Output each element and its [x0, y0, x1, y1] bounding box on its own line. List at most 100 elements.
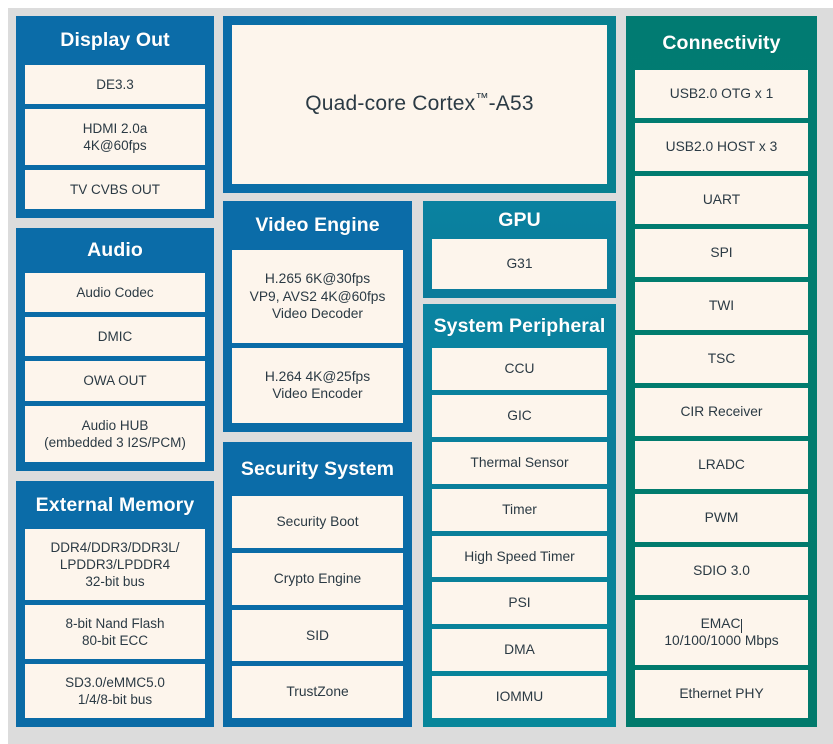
panel-title-connectivity: Connectivity	[662, 31, 781, 54]
block-cell-line: (embedded 3 I2S/PCM)	[44, 434, 186, 450]
block-cell-line: CIR Receiver	[680, 403, 763, 419]
block-cell-line: HDMI 2.0a	[82, 120, 148, 136]
block-cell-line: 80-bit ECC	[81, 633, 149, 649]
text-cursor-caret	[741, 618, 743, 633]
panel-connectivity[interactable]: Connectivity USB2.0 OTG x 1 USB2.0 HOST x…	[626, 16, 817, 727]
block-cell[interactable]: GIC	[432, 394, 607, 437]
block-cell-line: DMIC	[97, 329, 133, 345]
block-cell[interactable]: UART	[635, 175, 808, 224]
block-cell[interactable]: SD3.0/eMMC5.0 1/4/8-bit bus	[25, 664, 205, 718]
block-cell-line: Crypto Engine	[273, 570, 362, 586]
block-cell-line: PSI	[508, 595, 531, 611]
block-cell[interactable]: CCU	[432, 348, 607, 390]
block-cell-line: UART	[702, 192, 741, 208]
block-cell[interactable]: Security Boot	[232, 496, 403, 548]
block-cell-line: USB2.0 HOST x 3	[665, 139, 778, 155]
block-cell[interactable]: G31	[432, 239, 607, 289]
block-cell-line: DMA	[504, 642, 535, 658]
block-cell-line: PWM	[704, 509, 739, 525]
block-cell[interactable]: High Speed Timer	[432, 535, 607, 578]
panel-body-cpu: Quad-core Cortex™-A53	[232, 25, 607, 184]
block-cell-line: SD3.0/eMMC5.0	[65, 674, 165, 690]
trademark-symbol: ™	[475, 90, 489, 106]
block-cell[interactable]: Audio Codec	[25, 273, 205, 313]
block-cell-line: EMAC	[700, 615, 743, 633]
block-cell[interactable]: SDIO 3.0	[635, 546, 808, 595]
block-cell-line: Timer	[502, 501, 537, 517]
block-cell[interactable]: Timer	[432, 488, 607, 531]
block-cell[interactable]: TWI	[635, 281, 808, 330]
block-cell-line: SDIO 3.0	[693, 562, 750, 578]
block-cell-line: TSC	[707, 350, 736, 366]
block-cell-line: CCU	[504, 361, 535, 377]
block-cell-line: SID	[306, 627, 329, 643]
panel-gpu[interactable]: GPU G31	[423, 201, 616, 298]
block-cell[interactable]: OWA OUT	[25, 361, 205, 401]
block-cell-line: LRADC	[698, 456, 745, 472]
block-cell-line: H.264 4K@25fps	[264, 368, 371, 384]
block-cell-line: Video Decoder	[271, 306, 364, 322]
block-cell-line: DE3.3	[96, 76, 134, 92]
block-cell[interactable]: CIR Receiver	[635, 387, 808, 436]
block-cell[interactable]: PSI	[432, 582, 607, 625]
block-cell[interactable]: IOMMU	[432, 676, 607, 718]
block-cell[interactable]: DMIC	[25, 317, 205, 357]
canvas-edge-left	[0, 0, 8, 744]
block-cell-line: TrustZone	[286, 684, 349, 700]
panel-title-external-memory: External Memory	[35, 493, 195, 516]
panel-cpu[interactable]: Quad-core Cortex™-A53	[223, 16, 616, 193]
block-cell-line: Audio Codec	[76, 284, 154, 300]
block-cell[interactable]: USB2.0 HOST x 3	[635, 122, 808, 171]
block-cell[interactable]: Quad-core Cortex™-A53	[232, 25, 607, 184]
block-cell-line: IOMMU	[495, 689, 544, 705]
block-cell-line: 10/100/1000 Mbps	[664, 633, 779, 649]
block-cell-line: Security Boot	[276, 514, 359, 530]
block-cell[interactable]: DE3.3	[25, 65, 205, 104]
block-cell[interactable]: SPI	[635, 228, 808, 277]
block-cell[interactable]: Thermal Sensor	[432, 441, 607, 484]
block-cell-line: USB2.0 OTG x 1	[669, 86, 774, 102]
block-cell-line: Audio HUB	[81, 417, 149, 433]
panel-title-video-engine: Video Engine	[255, 214, 380, 236]
block-cell-line: OWA OUT	[83, 373, 147, 389]
block-cell-line: G31	[506, 256, 533, 272]
panel-title-audio: Audio	[87, 239, 143, 261]
block-cell-line: 1/4/8-bit bus	[77, 692, 153, 708]
block-cell[interactable]: Ethernet PHY	[635, 670, 808, 719]
block-cell-line: 32-bit bus	[85, 574, 145, 590]
block-cell[interactable]: Crypto Engine	[232, 552, 403, 605]
block-cell[interactable]: LRADC	[635, 440, 808, 489]
panel-external-memory[interactable]: External Memory DDR4/DDR3/DDR3L/LPDDR3/L…	[16, 481, 214, 727]
panel-title-gpu: GPU	[498, 208, 541, 231]
block-cell-line: Video Encoder	[272, 386, 363, 402]
block-cell-line: VP9, AVS2 4K@60fps	[249, 288, 386, 304]
block-cell[interactable]: TrustZone	[232, 666, 403, 718]
block-cell[interactable]: TV CVBS OUT	[25, 170, 205, 209]
block-cell[interactable]: PWM	[635, 493, 808, 542]
panel-body-connectivity: USB2.0 OTG x 1 USB2.0 HOST x 3 UART SPI TWI T…	[635, 70, 808, 719]
block-cell-line: SPI	[710, 245, 733, 260]
block-cell[interactable]: TSC	[635, 334, 808, 383]
block-cell[interactable]: USB2.0 OTG x 1	[635, 70, 808, 118]
block-cell[interactable]: Audio HUB(embedded 3 I2S/PCM)	[25, 405, 205, 463]
block-cell[interactable]: DMA	[432, 629, 607, 672]
canvas-edge-top	[0, 0, 833, 8]
block-cell-line: GIC	[507, 407, 532, 423]
block-cell[interactable]: SID	[232, 609, 403, 662]
